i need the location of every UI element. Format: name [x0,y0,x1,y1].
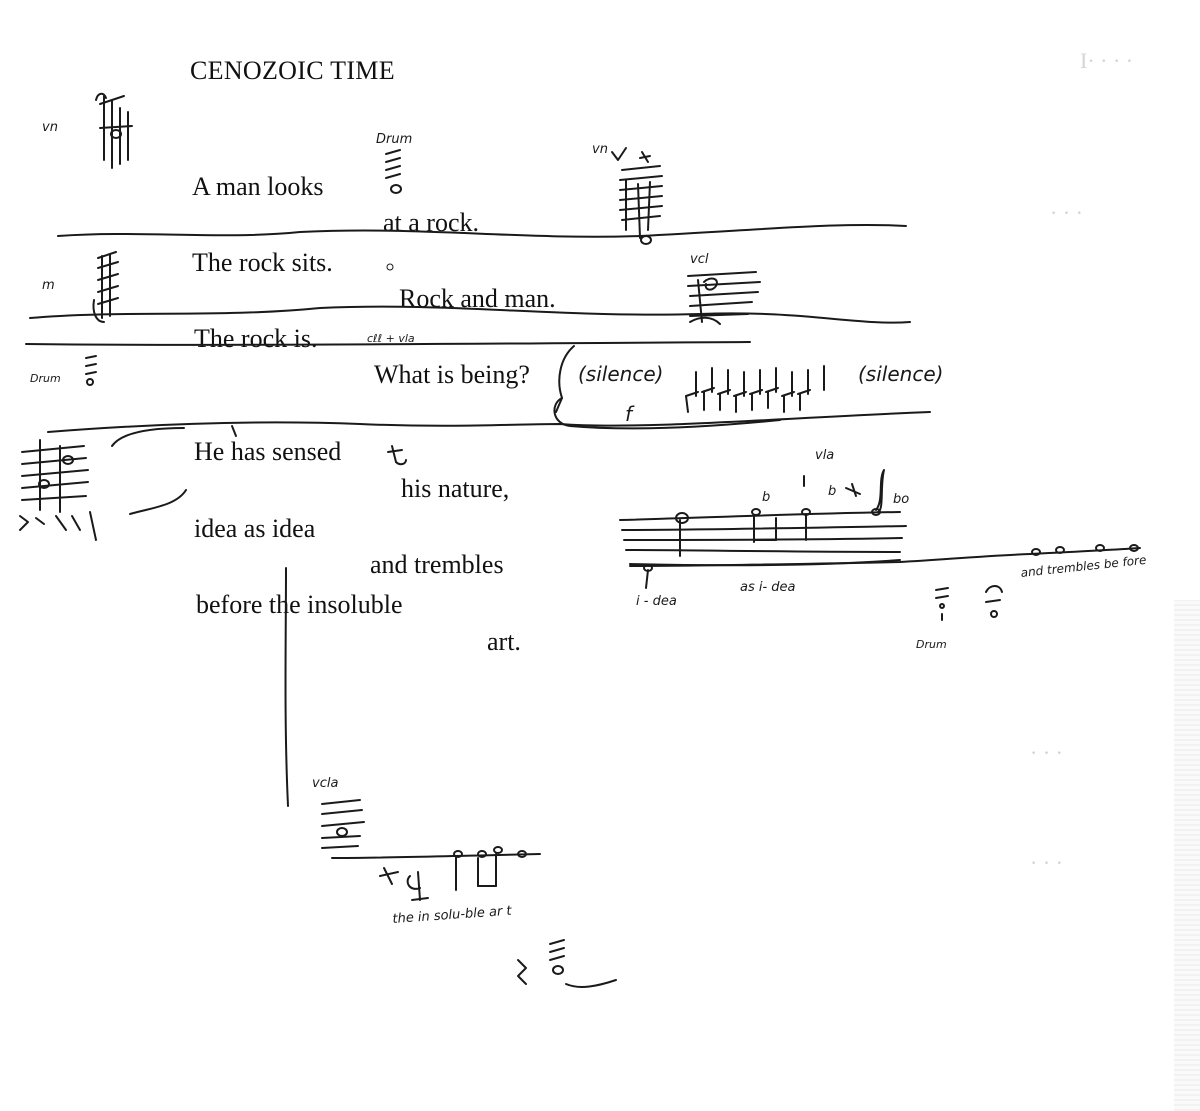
annotation-vcl: vcl [690,252,709,267]
annotation-lyric: i - dea [636,594,677,609]
annotation-vcla: vcla [312,776,339,791]
page-title: CENOZOIC TIME [190,56,395,85]
poem-line: idea as idea [194,514,316,543]
annotation-flat-note: bo [893,492,910,507]
annotation-drum: Drum [916,638,947,651]
poem-line: The rock is. [194,324,318,353]
annotation-vn: vn [592,142,608,157]
annotation-lyric: as i- dea [740,580,796,595]
annotation-silence: (silence) [858,362,944,386]
annotation-m: m [42,278,55,293]
poem-line: Rock and man. [399,284,556,313]
poem-line: The rock sits. [192,248,333,277]
poem-line: his nature, [401,474,510,503]
poem-line: and trembles [370,550,504,579]
poem-line: A man looks [192,172,324,201]
annotation-flat: b [828,484,837,499]
paper-edge-texture [1174,600,1200,1111]
annotation-silence: (silence) [578,362,664,386]
annotation-flat: b [762,490,771,505]
annotation-lyric: the in solu-ble ar t [392,903,513,927]
bleed-through-text: · · · [1050,200,1083,225]
annotation-vn: vn [42,120,58,135]
bleed-through-text: · · · [1030,740,1063,765]
annotation-drum: Drum [376,132,413,147]
poem-line: before the insoluble [196,590,403,619]
poem-line: at a rock. [383,208,480,237]
annotation-vla: vla [815,448,835,463]
bleed-through-text: I· · · · [1080,48,1134,73]
poem-line: art. [487,627,521,656]
annotation-lyric: and trembles be fore [1020,552,1147,580]
poem-line: What is being? [374,360,530,389]
annotation-cell-vla: cℓℓ + vla [367,332,415,345]
annotation-forte: f [625,402,633,426]
bleed-through-text: · · · [1030,850,1063,875]
annotation-drum: Drum [30,372,61,385]
poem-line: He has sensed [194,437,342,466]
